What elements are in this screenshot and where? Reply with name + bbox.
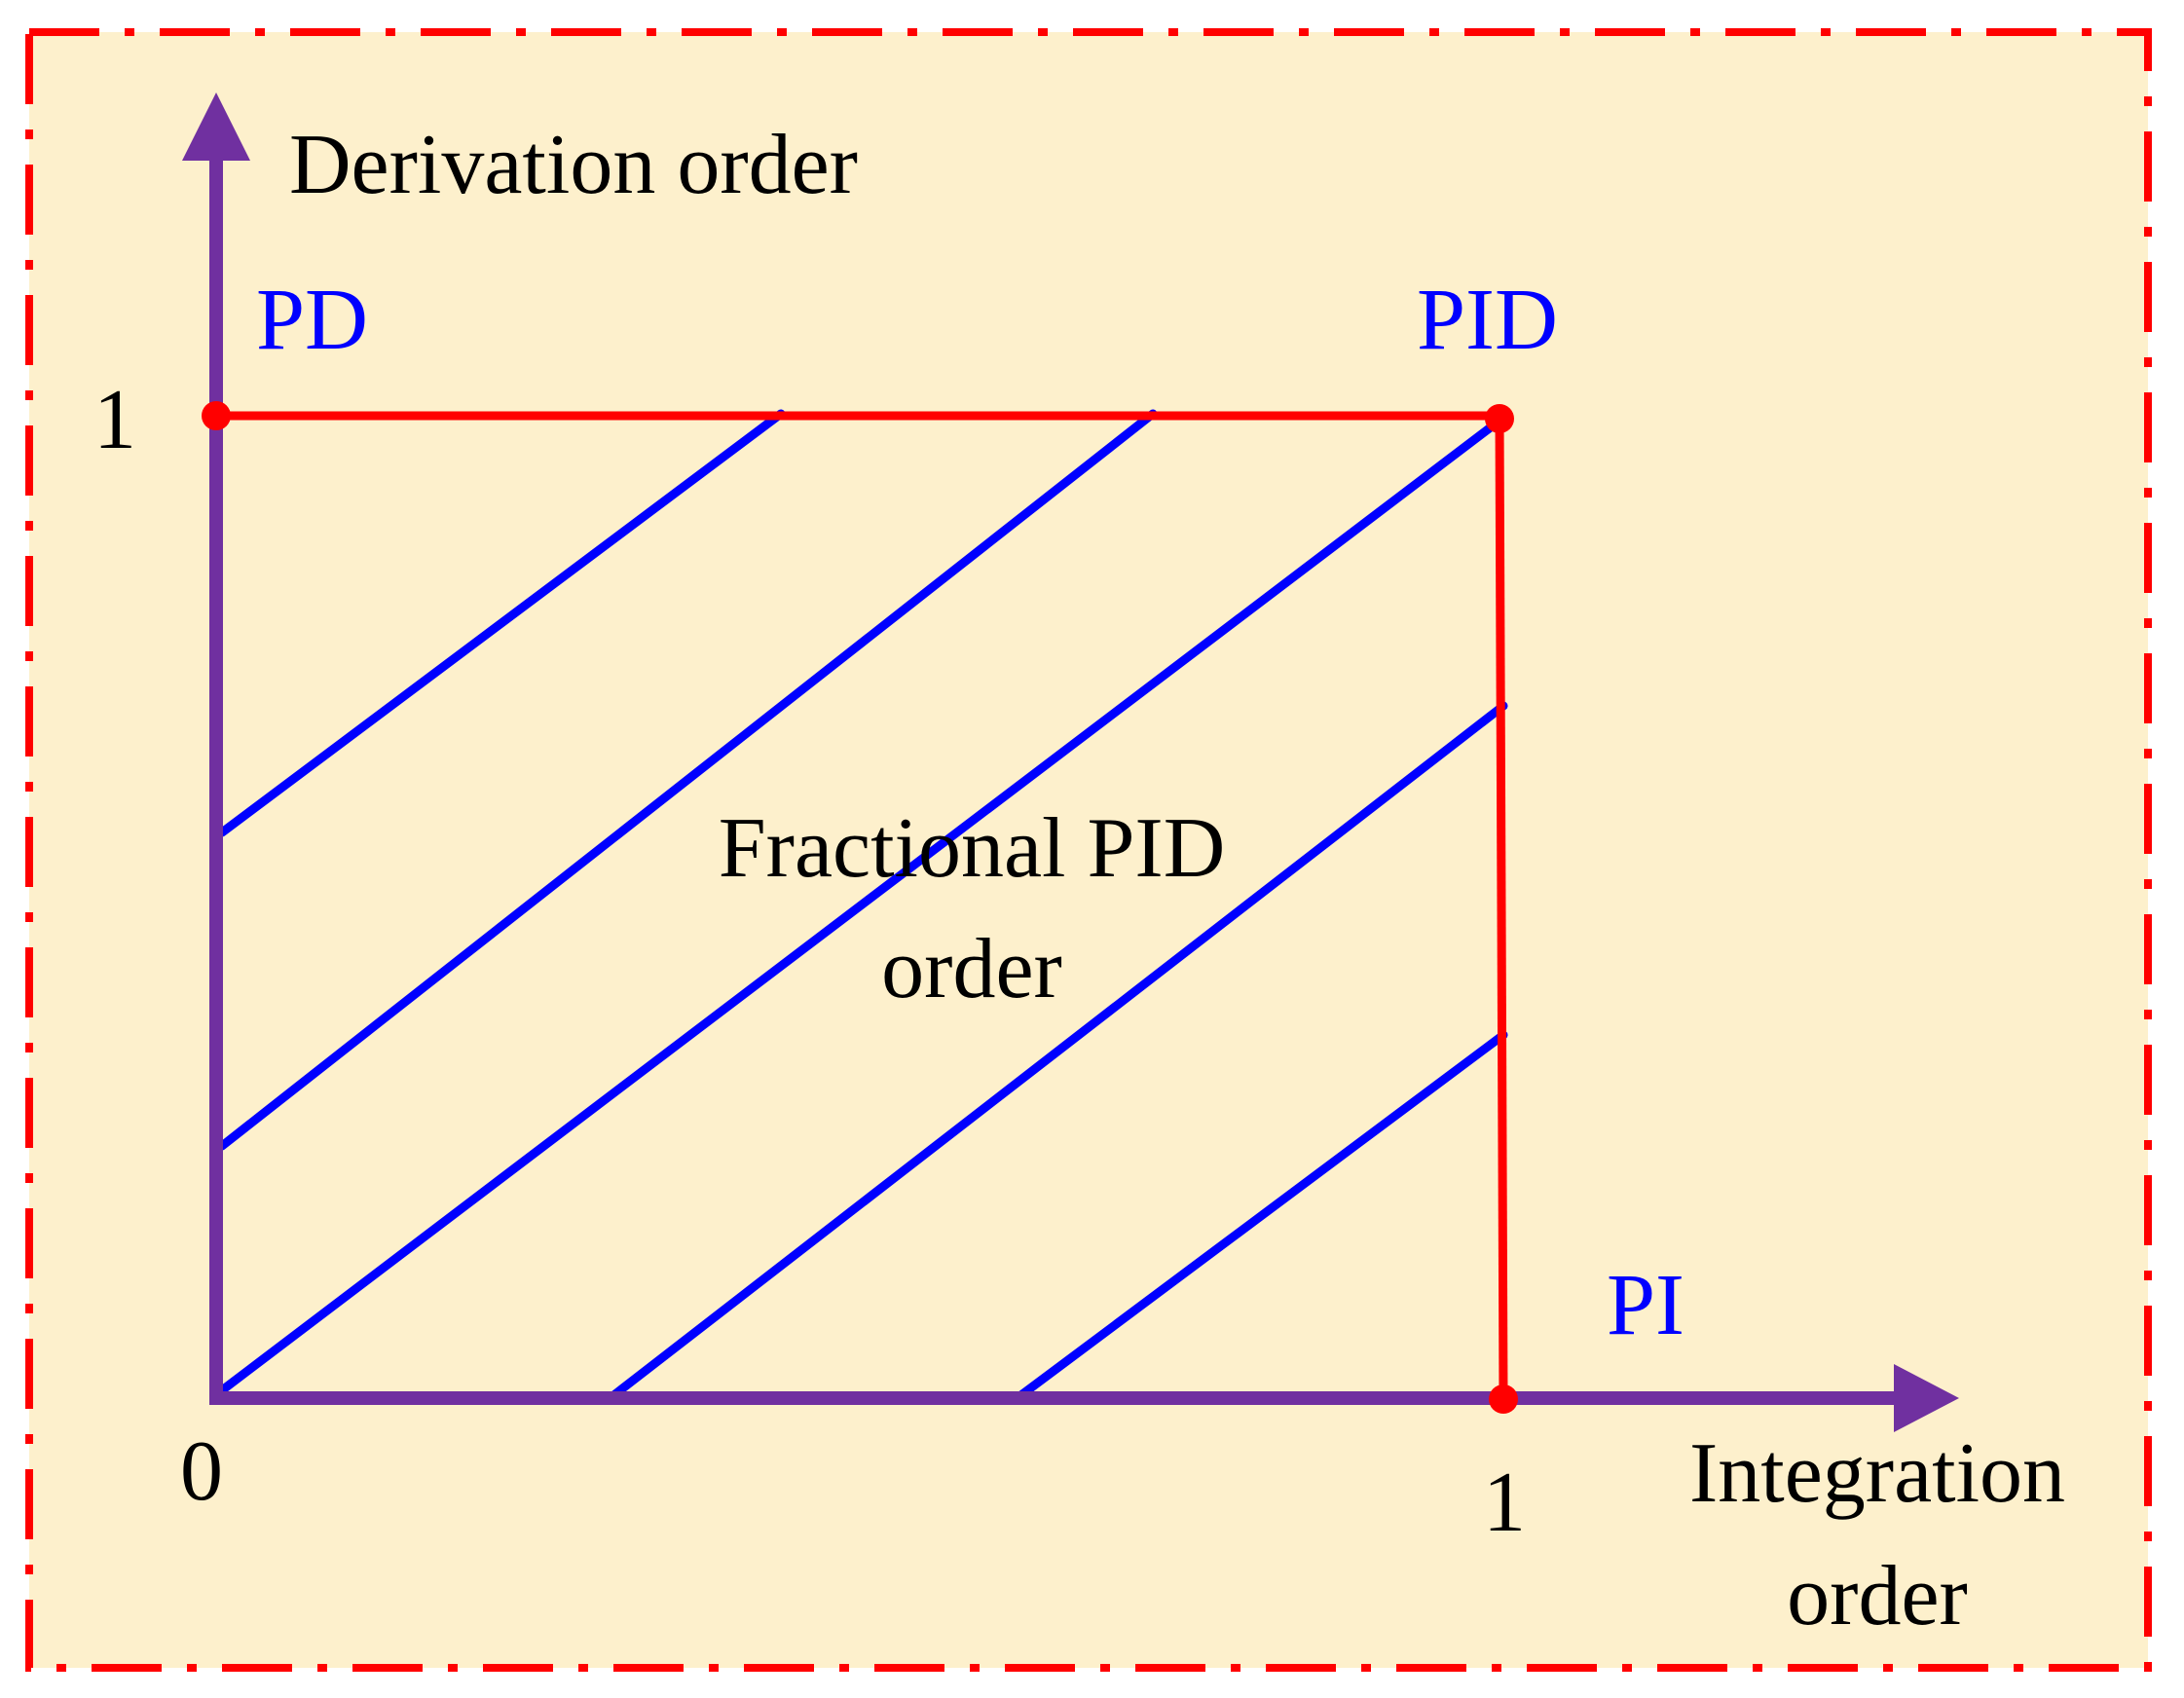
hatch-line xyxy=(217,409,786,837)
right-boundary-line xyxy=(1495,415,1508,1400)
x-axis-label-line1: Integration xyxy=(1689,1426,2065,1521)
y-axis-arrowhead xyxy=(182,92,250,161)
x-tick-label: 1 xyxy=(1483,1456,1526,1550)
x-axis-label-line2: order xyxy=(1787,1549,1968,1643)
pi-point xyxy=(1489,1384,1518,1414)
hatch-line xyxy=(217,409,1158,1151)
pid-label: PID xyxy=(1417,272,1558,368)
hatch-line xyxy=(1010,1030,1508,1405)
hatch-lines xyxy=(217,409,1508,1405)
pid-point xyxy=(1485,404,1514,433)
axes xyxy=(182,92,1959,1432)
region-label-line1: Fractional PID xyxy=(719,801,1226,896)
pi-label: PI xyxy=(1607,1257,1684,1353)
hatch-line xyxy=(217,416,1504,1395)
y-axis-label: Derivation order xyxy=(289,118,858,212)
y-tick-label: 1 xyxy=(93,373,136,467)
corner-points xyxy=(202,401,1518,1414)
pd-point xyxy=(202,401,231,430)
boundary-lines xyxy=(216,411,1508,1400)
hatch-line xyxy=(603,701,1508,1405)
dash-dot-frame xyxy=(25,28,2152,1672)
x-axis-arrowhead xyxy=(1894,1364,1959,1432)
pd-label: PD xyxy=(256,272,368,368)
origin-label: 0 xyxy=(180,1424,223,1519)
region-label-line2: order xyxy=(881,922,1062,1016)
